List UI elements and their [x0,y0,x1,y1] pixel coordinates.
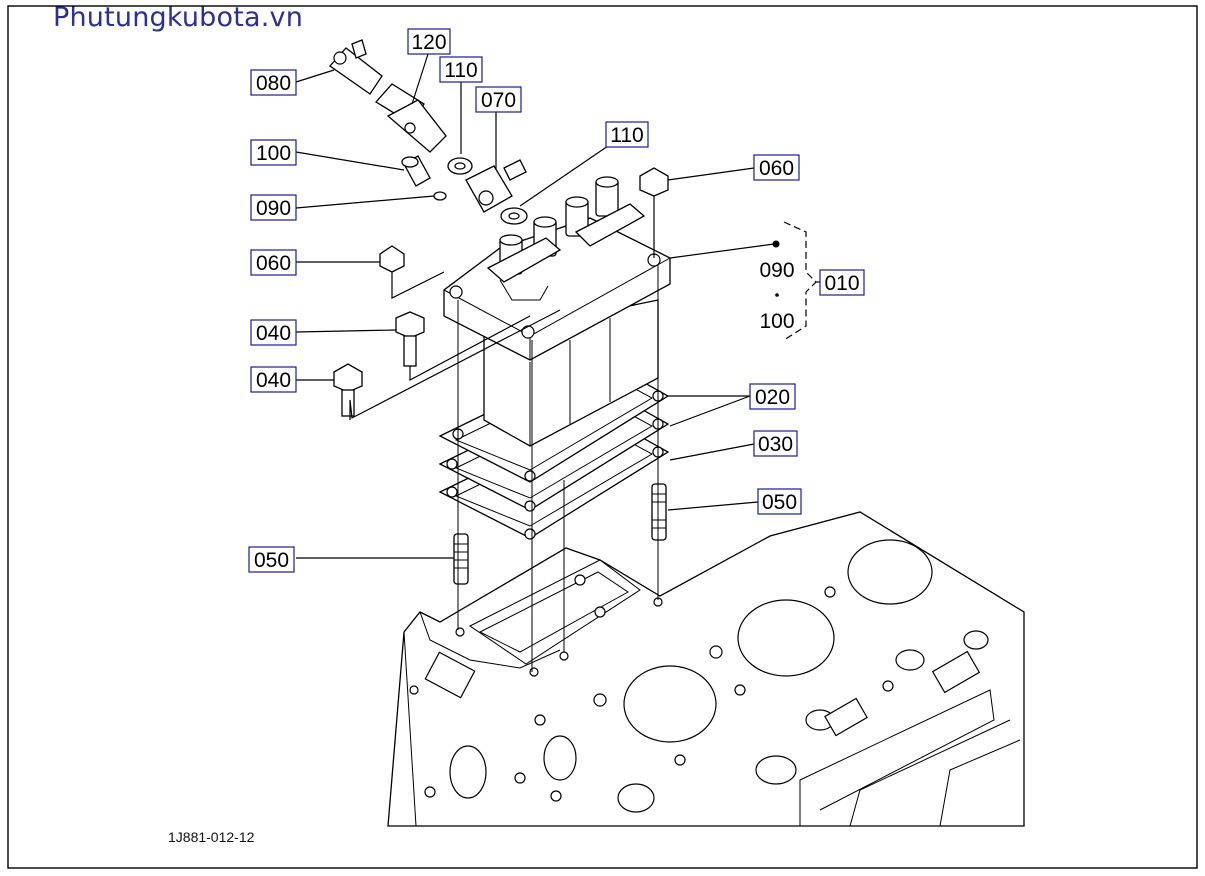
callout-040-upper[interactable]: 040 [250,319,297,346]
seal-090-illustration [433,191,447,201]
leader-lines [295,53,822,672]
svg-text:040: 040 [256,322,291,345]
callout-020[interactable]: 020 [749,383,796,410]
svg-text:040: 040 [256,369,291,392]
callout-050-right[interactable]: 050 [757,488,802,515]
site-brand: Phutungkubota.vn [53,2,304,33]
fitting-070-illustration [465,159,527,213]
svg-text:060: 060 [759,157,794,180]
svg-text:060: 060 [256,252,291,275]
callout-100[interactable]: 100 [250,139,297,166]
nut-060-illustration [379,167,669,273]
callout-120[interactable]: 120 [407,28,451,55]
drawing-code: 1J881-012-12 [168,829,255,845]
bolt-040-illustration [333,311,425,417]
screw-100-illustration [401,155,431,187]
callout-110-lower[interactable]: 110 [605,121,649,148]
callout-050-left[interactable]: 050 [248,546,295,573]
overflow-valve-120-illustration [374,83,447,153]
svg-text:070: 070 [481,89,516,112]
svg-text:020: 020 [755,386,790,409]
callout-110-upper[interactable]: 110 [439,56,483,83]
page-border [7,5,1198,869]
engine-block-illustration [387,511,1025,827]
svg-text:080: 080 [256,72,291,95]
kit-item-100: 100 [759,310,794,333]
callout-010[interactable]: 010 [819,269,865,296]
svg-text:110: 110 [444,59,477,82]
kit-item-090: 090 [759,259,794,282]
svg-text:110: 110 [610,124,643,147]
svg-text:120: 120 [411,31,446,54]
banjo-bolt-080-illustration [329,39,383,95]
svg-text:030: 030 [758,433,793,456]
svg-text:100: 100 [256,142,291,165]
svg-text:090: 090 [256,197,291,220]
washer-110-illustration [447,157,528,225]
svg-text:050: 050 [762,491,797,514]
callout-060-left[interactable]: 060 [250,249,297,276]
callout-030[interactable]: 030 [753,430,798,457]
callout-060-right[interactable]: 060 [753,154,800,181]
callout-090[interactable]: 090 [250,194,297,221]
svg-text:010: 010 [824,272,859,295]
callout-070[interactable]: 070 [475,86,522,113]
callout-080[interactable]: 080 [250,69,297,96]
callout-040-lower[interactable]: 040 [250,366,297,393]
svg-text:050: 050 [254,549,289,572]
